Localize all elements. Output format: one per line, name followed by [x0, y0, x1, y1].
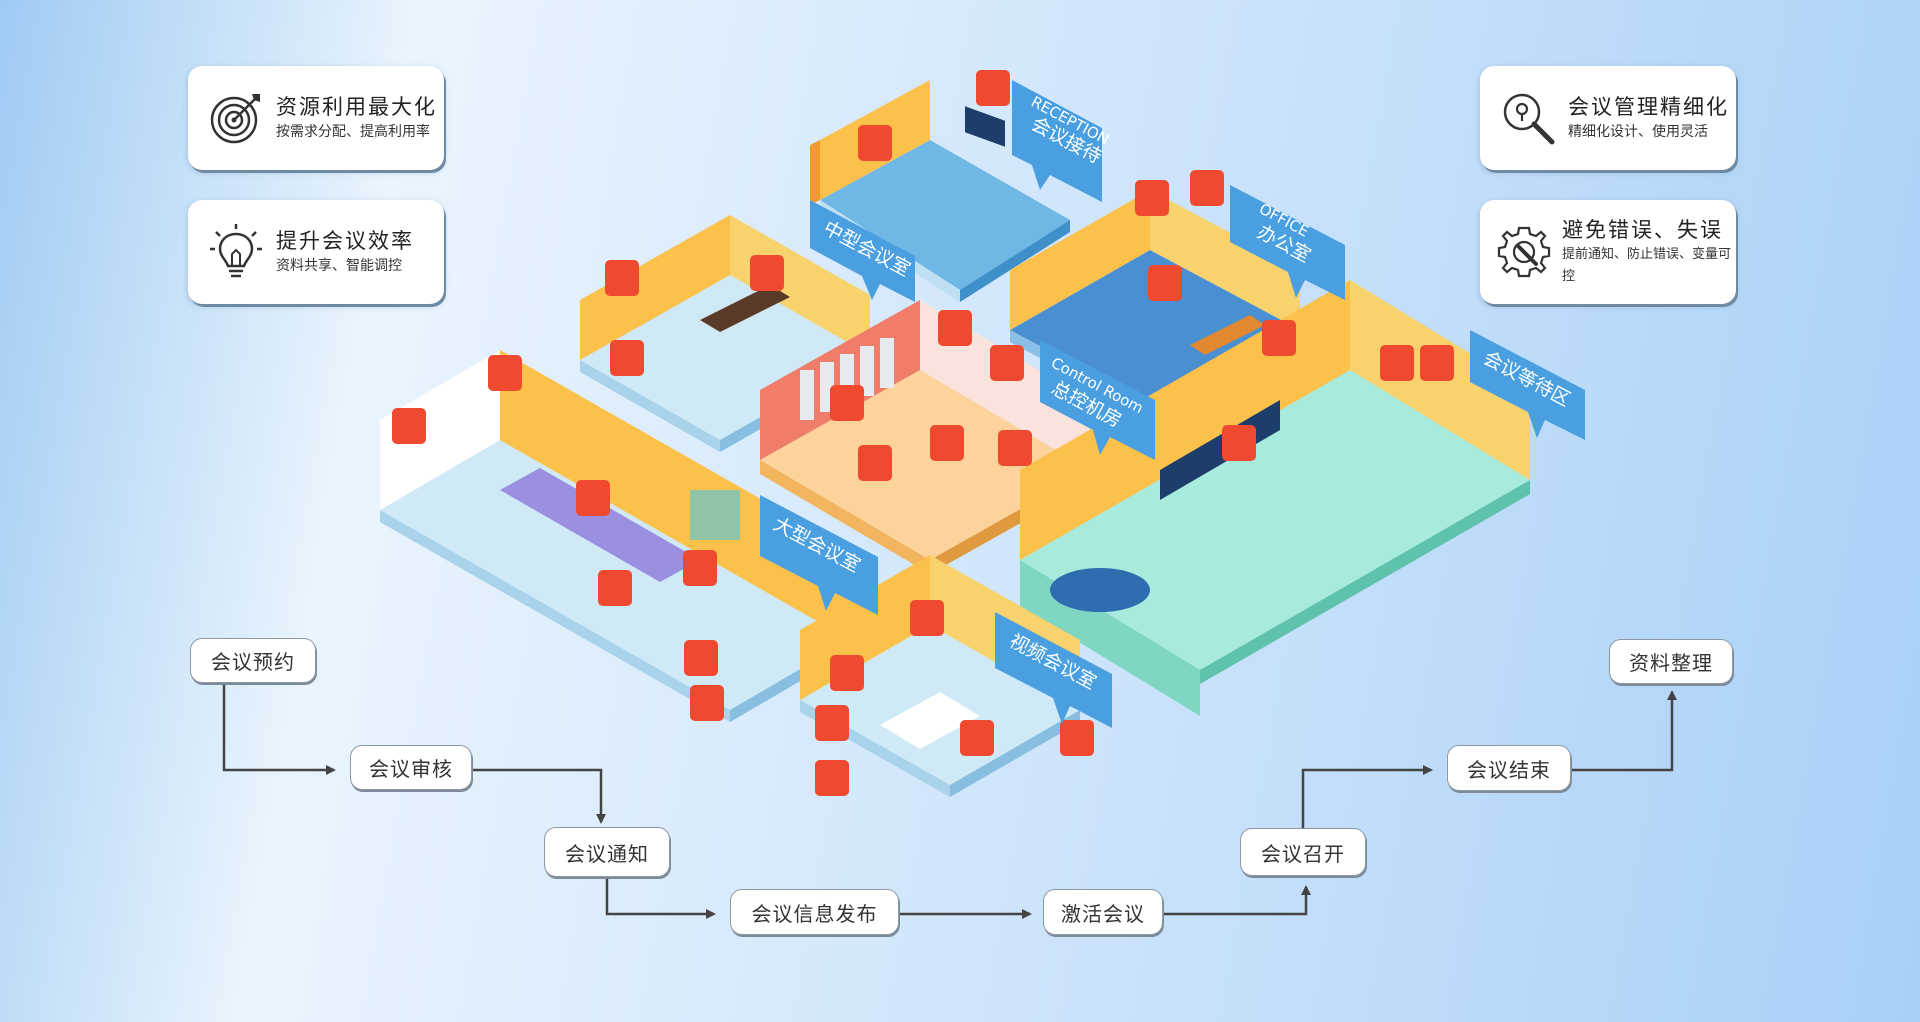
card-title: 会议管理精细化	[1568, 95, 1729, 119]
flow-step-review: 会议审核	[350, 745, 472, 790]
connector-7	[1571, 690, 1677, 772]
feature-card-management: 会议管理精细化 精细化设计、使用灵活	[1480, 66, 1736, 170]
card-title: 资源利用最大化	[276, 95, 437, 119]
feature-card-efficiency: 提升会议效率 资料共享、智能调控	[188, 200, 444, 304]
flow-step-start: 会议召开	[1240, 828, 1366, 876]
flow-step-archive: 资料整理	[1609, 639, 1733, 684]
gear-wrench-icon	[1497, 226, 1551, 278]
feature-card-avoid-errors: 避免错误、失误 提前通知、防止错误、变量可控	[1480, 200, 1736, 304]
flow-step-booking: 会议预约	[190, 638, 316, 683]
connector-2	[472, 768, 606, 824]
lightbulb-icon	[210, 224, 262, 278]
flow-step-activate: 激活会议	[1043, 889, 1163, 935]
card-subtitle: 提前通知、防止错误、变量可控	[1562, 247, 1732, 284]
card-subtitle: 按需求分配、提高利用率	[276, 124, 430, 140]
magnifier-icon	[1503, 93, 1555, 145]
connector-5	[1163, 885, 1311, 916]
connector-1	[222, 683, 336, 775]
card-subtitle: 资料共享、智能调控	[276, 258, 402, 274]
flow-step-end: 会议结束	[1447, 745, 1571, 791]
info-tags	[392, 70, 1454, 796]
card-title: 避免错误、失误	[1562, 218, 1723, 242]
card-subtitle: 精细化设计、使用灵活	[1568, 124, 1708, 140]
connector-3	[605, 879, 716, 919]
card-title: 提升会议效率	[276, 229, 414, 253]
flow-step-notify: 会议通知	[544, 827, 670, 877]
connector-6	[1301, 765, 1433, 828]
feature-card-resource: 资源利用最大化 按需求分配、提高利用率	[188, 66, 444, 170]
flow-step-publish: 会议信息发布	[730, 889, 899, 935]
room-label-reception: RECEPTION 会议接待	[1012, 80, 1112, 202]
target-icon	[210, 94, 260, 144]
